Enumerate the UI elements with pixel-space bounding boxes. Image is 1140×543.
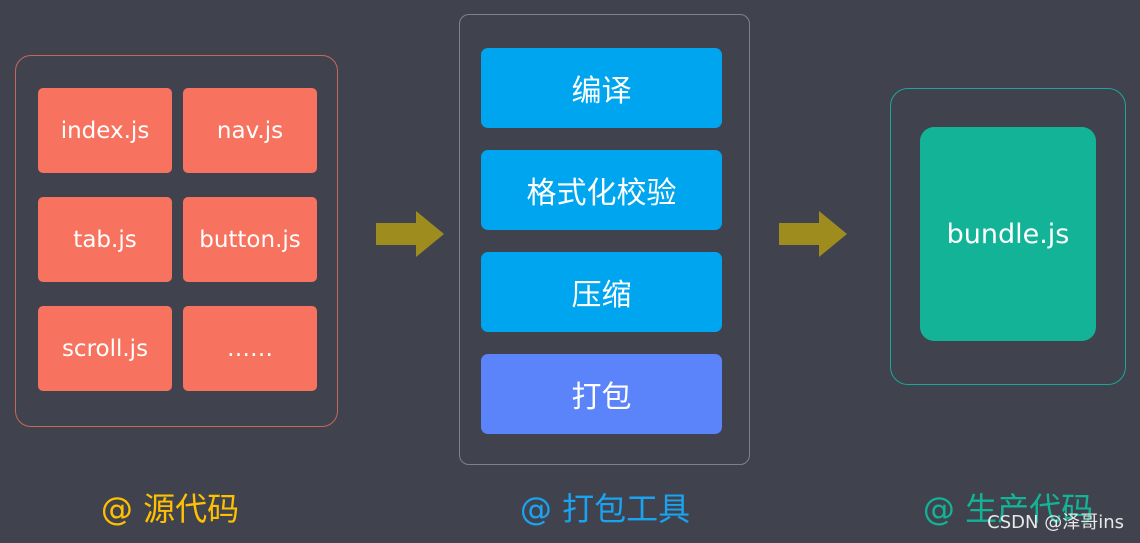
output-bundle-tile: bundle.js [920, 127, 1096, 341]
step-lint: 格式化校验 [481, 150, 722, 230]
step-compile: 编译 [481, 48, 722, 128]
arrow-right-icon [779, 211, 847, 257]
output-frame [890, 88, 1126, 385]
caption-production-code: @ 生产代码 [922, 490, 1094, 528]
file-tile-tab: tab.js [38, 197, 172, 282]
file-tile-button: button.js [183, 197, 317, 282]
step-minify: 压缩 [481, 252, 722, 332]
file-tile-scroll: scroll.js [38, 306, 172, 391]
file-tile-index: index.js [38, 88, 172, 173]
arrow-right-icon [376, 211, 444, 257]
build-tool-frame [459, 14, 750, 465]
file-tile-more: …… [183, 306, 317, 391]
watermark: CSDN @泽哥ins [987, 512, 1124, 533]
step-bundle: 打包 [481, 354, 722, 434]
source-files-frame [15, 55, 338, 427]
caption-source-code: @ 源代码 [100, 490, 240, 528]
file-tile-nav: nav.js [183, 88, 317, 173]
caption-build-tool: @ 打包工具 [519, 490, 691, 528]
